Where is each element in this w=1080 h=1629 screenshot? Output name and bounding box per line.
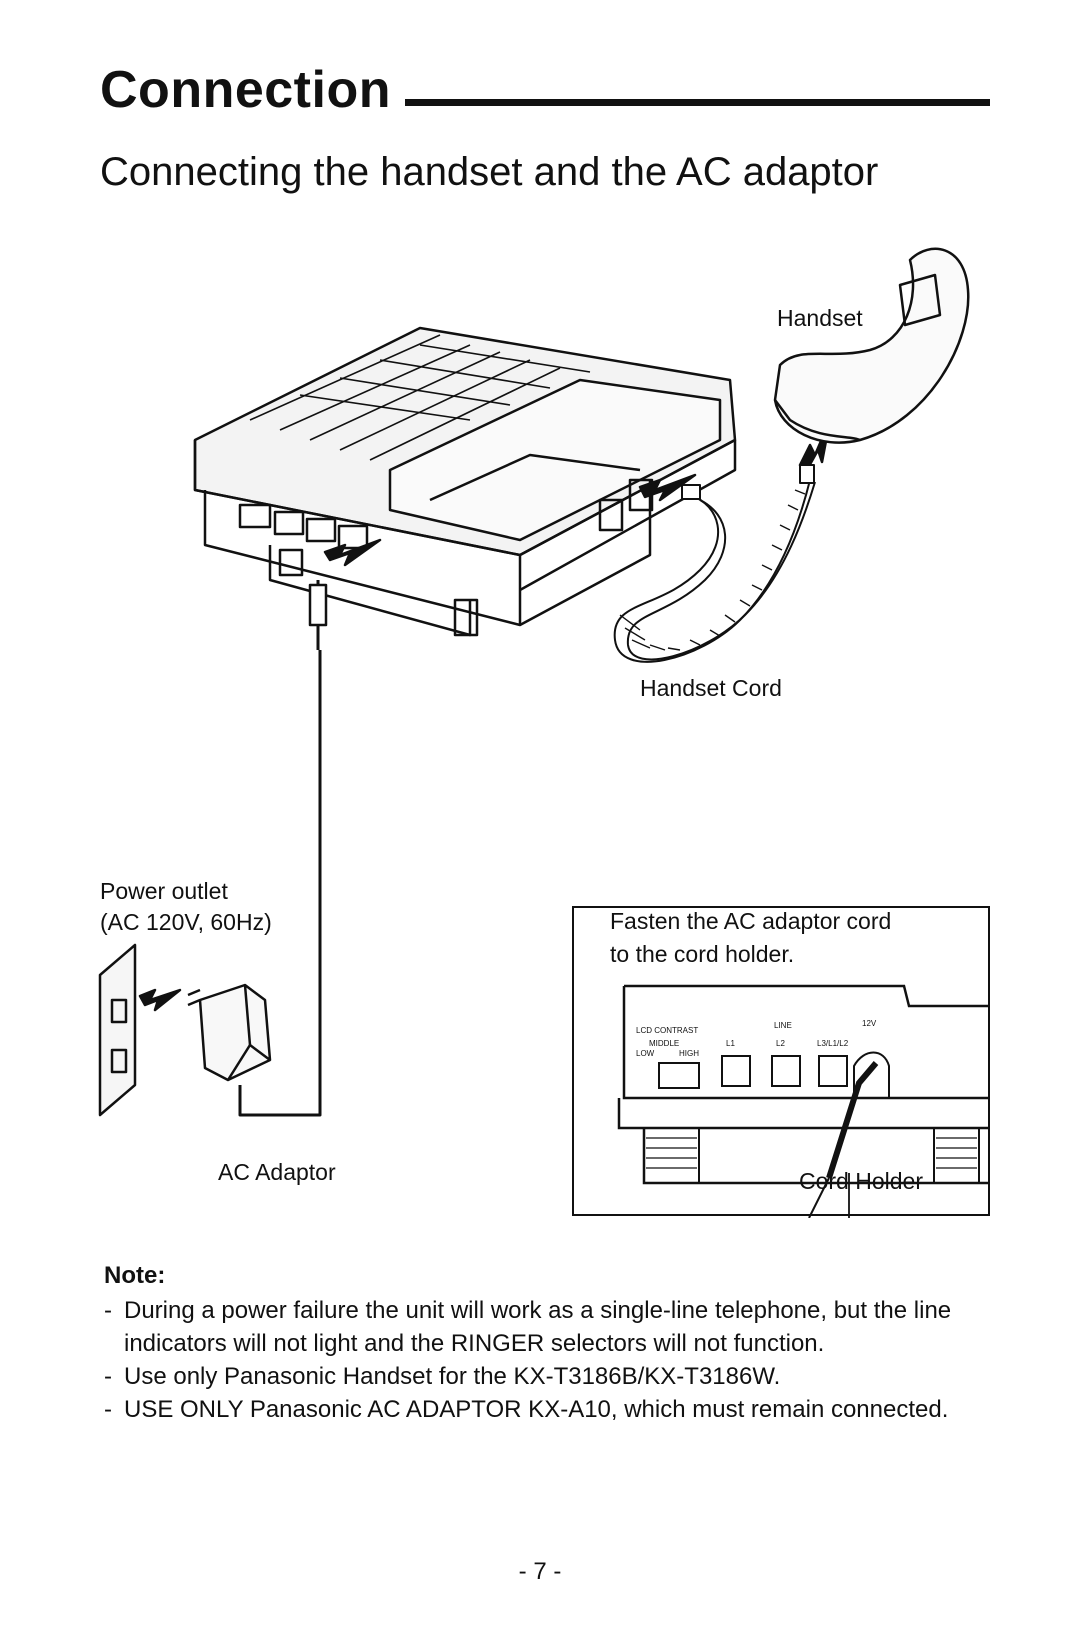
cord-holder-label: Cord Holder <box>799 1168 923 1194</box>
arrow-dc-jack <box>323 538 382 567</box>
wall-outlet-drawing <box>98 943 137 1117</box>
handset-cord-label: Handset Cord <box>640 675 782 701</box>
handset-drawing <box>773 247 970 444</box>
note-list: During a power failure the unit will wor… <box>104 1294 984 1426</box>
arrow-handset-jack <box>638 473 697 502</box>
note-title: Note: <box>104 1262 166 1289</box>
handset-cord-drawing <box>613 464 816 663</box>
panel-l2: L2 <box>776 1039 785 1048</box>
note-item: Use only Panasonic Handset for the KX-T3… <box>104 1360 984 1393</box>
note-item: During a power failure the unit will wor… <box>104 1294 984 1360</box>
ac-adaptor-drawing <box>187 983 272 1082</box>
telephone-base-drawing <box>193 326 737 637</box>
page-number: - 7 - <box>518 1558 562 1585</box>
panel-l3: L3/L1/L2 <box>817 1039 849 1048</box>
page-title: Connection <box>100 61 391 119</box>
inset-instruction-line2: to the cord holder. <box>610 941 795 967</box>
cord-holder-inset: Fasten the AC adaptor cord to the cord h… <box>572 906 990 1218</box>
section-subtitle: Connecting the handset and the AC adapto… <box>100 150 879 194</box>
inset-instruction-line1: Fasten the AC adaptor cord <box>610 908 892 934</box>
panel-lcd-contrast: LCD CONTRAST <box>636 1026 698 1035</box>
ac-adaptor-label: AC Adaptor <box>218 1159 336 1185</box>
power-outlet-spec: (AC 120V, 60Hz) <box>100 909 272 935</box>
panel-dc: 12V <box>862 1019 877 1028</box>
handset-label: Handset <box>777 305 863 331</box>
panel-l1: L1 <box>726 1039 735 1048</box>
panel-line: LINE <box>774 1021 792 1030</box>
panel-high: HIGH <box>679 1049 699 1058</box>
title-rule <box>405 99 990 106</box>
arrow-outlet <box>138 988 182 1012</box>
cord-holder-drawing: LCD CONTRAST LINE MIDDLE LOW HIGH L1 L2 … <box>617 984 988 1218</box>
connection-diagram <box>98 247 970 1117</box>
panel-middle: MIDDLE <box>649 1039 679 1048</box>
panel-low: LOW <box>636 1049 655 1058</box>
power-outlet-label: Power outlet <box>100 878 228 904</box>
note-item: USE ONLY Panasonic AC ADAPTOR KX-A10, wh… <box>104 1393 984 1426</box>
